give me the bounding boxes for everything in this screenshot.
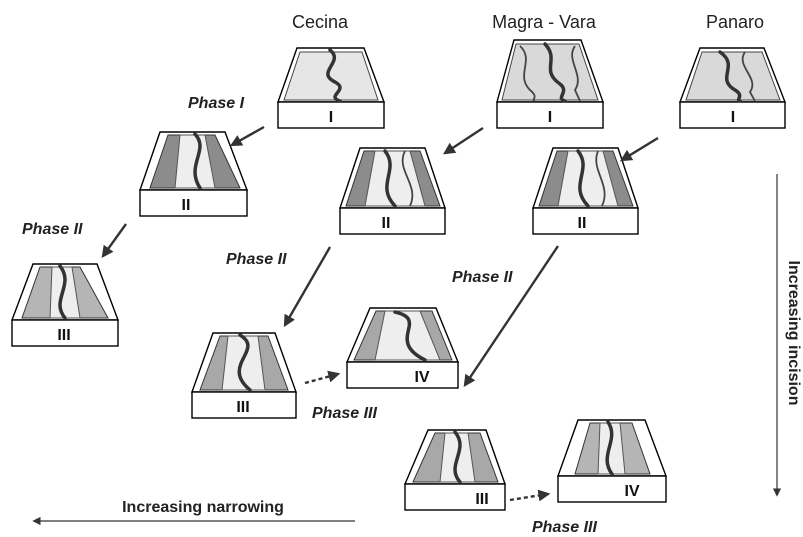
- block-cecina-stage-2: II: [140, 132, 247, 216]
- block-panaro-stage-1: I: [680, 48, 785, 128]
- stage-label: III: [236, 399, 249, 416]
- river-title-magra-vara: Magra - Vara: [492, 12, 597, 32]
- stage-label: IV: [414, 369, 429, 386]
- arrow-panaro-1-2: [622, 138, 658, 160]
- incision-axis-label: Increasing incision: [785, 261, 802, 406]
- arrow-cecina-2-3: [103, 224, 126, 256]
- stage-label: III: [57, 327, 70, 344]
- block-magra-vara-stage-4: IV: [347, 308, 458, 388]
- narrowing-axis-label: Increasing narrowing: [122, 499, 284, 516]
- phase-label-magra-3: Phase III: [312, 405, 377, 422]
- phase-label-cecina-1: Phase I: [188, 95, 245, 112]
- arrow-magra-3-4: [305, 374, 338, 383]
- stage-label: I: [548, 109, 552, 126]
- stage-label: III: [475, 491, 488, 508]
- block-cecina-stage-3: III: [12, 264, 118, 346]
- phase-label-panaro-3: Phase III: [532, 519, 597, 536]
- block-panaro-stage-2: II: [533, 148, 638, 234]
- arrow-panaro-3-4: [510, 494, 548, 500]
- block-magra-vara-stage-1: I: [497, 40, 603, 128]
- phase-label-panaro-2: Phase II: [452, 269, 513, 286]
- block-cecina-stage-1: I: [278, 48, 384, 128]
- stage-label: I: [731, 109, 735, 126]
- stage-label: II: [182, 197, 191, 214]
- river-title-cecina: Cecina: [292, 12, 349, 32]
- stage-label: IV: [624, 483, 639, 500]
- stage-label: II: [578, 215, 587, 232]
- arrow-cecina-1-2: [232, 127, 264, 145]
- block-panaro-stage-4: IV: [558, 420, 666, 502]
- arrow-panaro-2-3: [465, 246, 558, 385]
- arrow-magra-1-2: [445, 128, 483, 153]
- river-title-panaro: Panaro: [706, 12, 764, 32]
- block-magra-vara-stage-3: III: [192, 333, 296, 418]
- block-panaro-stage-3: III: [405, 430, 505, 510]
- phase-label-cecina-2: Phase II: [22, 221, 83, 238]
- stage-label: II: [382, 215, 391, 232]
- block-magra-vara-stage-2: II: [340, 148, 445, 234]
- phase-label-magra-2: Phase II: [226, 251, 287, 268]
- arrow-magra-2-3: [285, 247, 330, 325]
- stage-label: I: [329, 109, 333, 126]
